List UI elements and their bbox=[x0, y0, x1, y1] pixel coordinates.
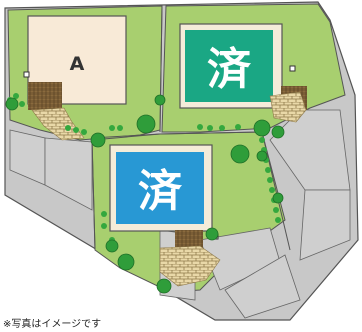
lot-c-label: 済 bbox=[138, 166, 183, 217]
lot-lines bbox=[91, 5, 291, 251]
entry-tile-a bbox=[28, 82, 62, 110]
tree-icon bbox=[5, 94, 285, 294]
lot-a-label: A bbox=[70, 53, 85, 75]
lot-b-label: 済 bbox=[207, 44, 252, 95]
brick-path-icon bbox=[31, 91, 307, 287]
parking-slabs bbox=[9, 109, 351, 319]
sold-badge-b bbox=[185, 30, 273, 102]
image-disclaimer-note: ※写真はイメージです bbox=[3, 319, 102, 330]
sold-badge-c bbox=[116, 152, 204, 224]
